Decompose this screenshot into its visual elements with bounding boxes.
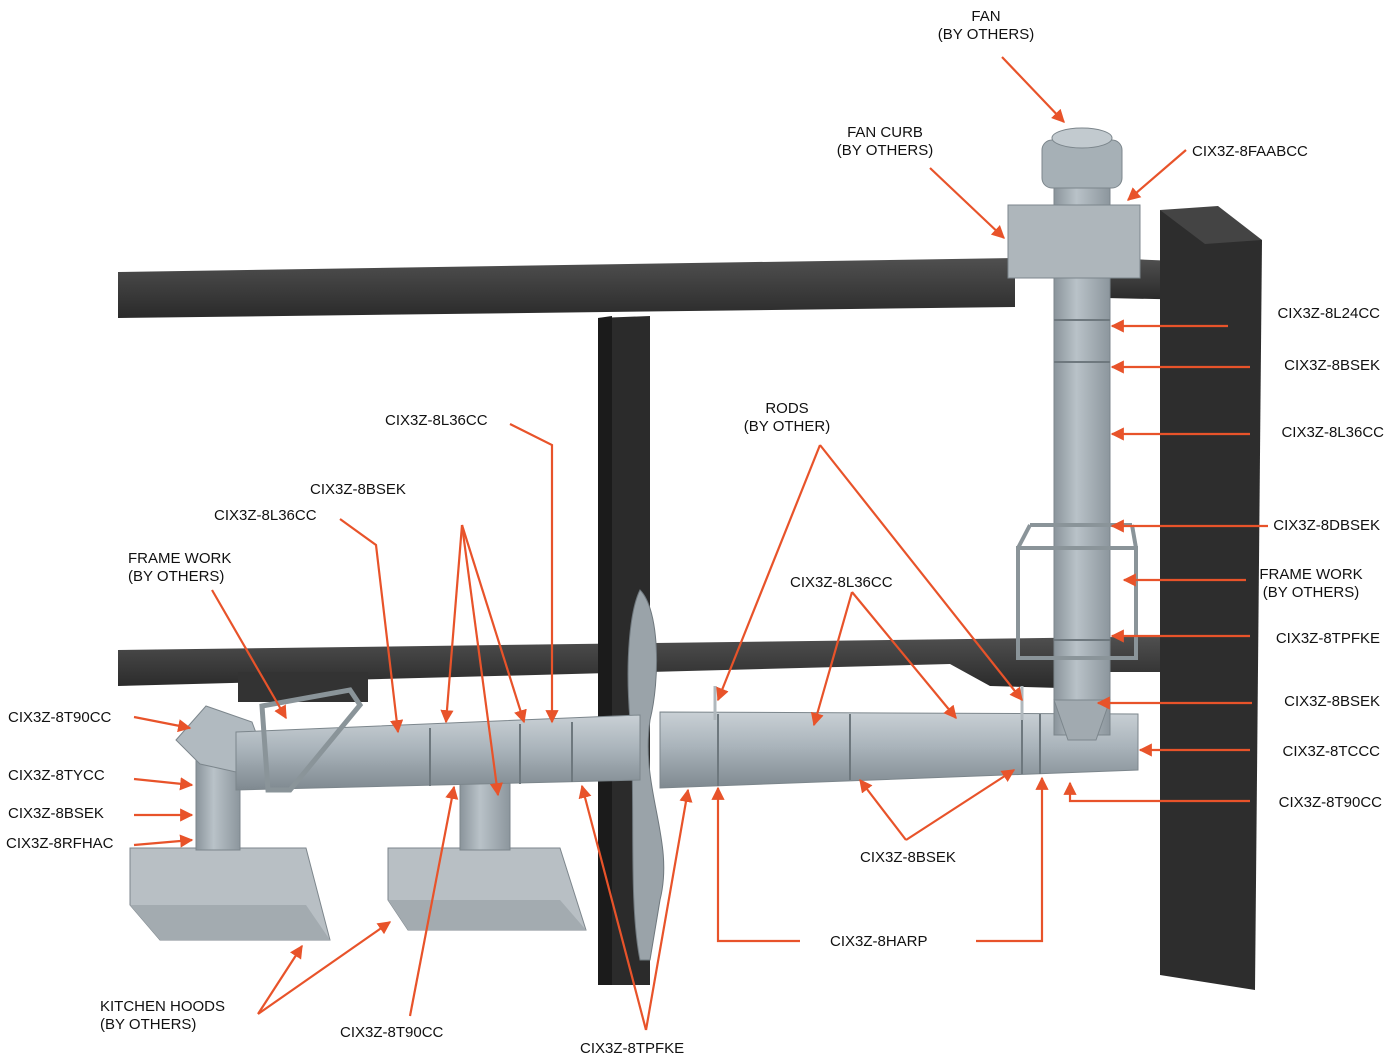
structure [118,206,1262,990]
label-framework-right: FRAME WORK (BY OTHERS) [1259,566,1363,601]
label-l36cc-right: CIX3Z-8L36CC [1281,424,1384,441]
label-tycc: CIX3Z-8TYCC [8,767,105,784]
leader-arrows [133,56,1268,1031]
label-bsek-right-1: CIX3Z-8BSEK [1284,357,1380,374]
label-faabcc: CIX3Z-8FAABCC [1192,143,1308,160]
upper-beam [118,258,1015,318]
label-l24cc: CIX3Z-8L24CC [1277,305,1380,322]
label-fan-curb: FAN CURB (BY OTHERS) [836,124,934,159]
center-column-face [598,316,612,985]
label-framework-left: FRAME WORK (BY OTHERS) [128,550,232,585]
label-l36cc-mid: CIX3Z-8L36CC [790,574,893,591]
label-t90cc-right: CIX3Z-8T90CC [1278,794,1382,811]
framework-left [259,687,364,793]
label-bsek-right-2: CIX3Z-8BSEK [1284,693,1380,710]
label-t90cc-bottom: CIX3Z-8T90CC [340,1024,444,1041]
label-dbsek: CIX3Z-8DBSEK [1273,517,1380,534]
label-l36cc-top: CIX3Z-8L36CC [385,412,488,429]
label-rods: RODS (BY OTHER) [743,400,831,435]
label-fan: FAN (BY OTHERS) [937,8,1035,43]
fan-curb [1007,204,1141,279]
duct-run-right [659,711,1139,789]
stack-bottom-tee [1053,699,1111,741]
right-column [1160,210,1262,990]
label-tccc: CIX3Z-8TCCC [1282,743,1380,760]
ductwork [175,127,1141,851]
label-harp: CIX3Z-8HARP [830,933,928,950]
label-t90cc-left: CIX3Z-8T90CC [8,709,112,726]
wall-plate [627,589,665,961]
label-l36cc-left: CIX3Z-8L36CC [214,507,317,524]
hood-left-face [130,905,330,940]
fan-top [1051,127,1113,149]
label-tpfke-bottom: CIX3Z-8TPFKE [580,1040,685,1057]
hood-right-face [388,900,586,930]
label-tpfke-right: CIX3Z-8TPFKE [1275,630,1380,647]
label-bsek-bottom: CIX3Z-8BSEK [860,849,956,866]
label-bsek-top: CIX3Z-8BSEK [310,481,406,498]
hoods [129,847,587,941]
label-bsek-left: CIX3Z-8BSEK [8,805,104,822]
label-kitchen-hoods: KITCHEN HOODS (BY OTHERS) [100,998,226,1033]
right-column-top [1160,206,1262,244]
label-rfhac: CIX3Z-8RFHAC [6,835,114,852]
